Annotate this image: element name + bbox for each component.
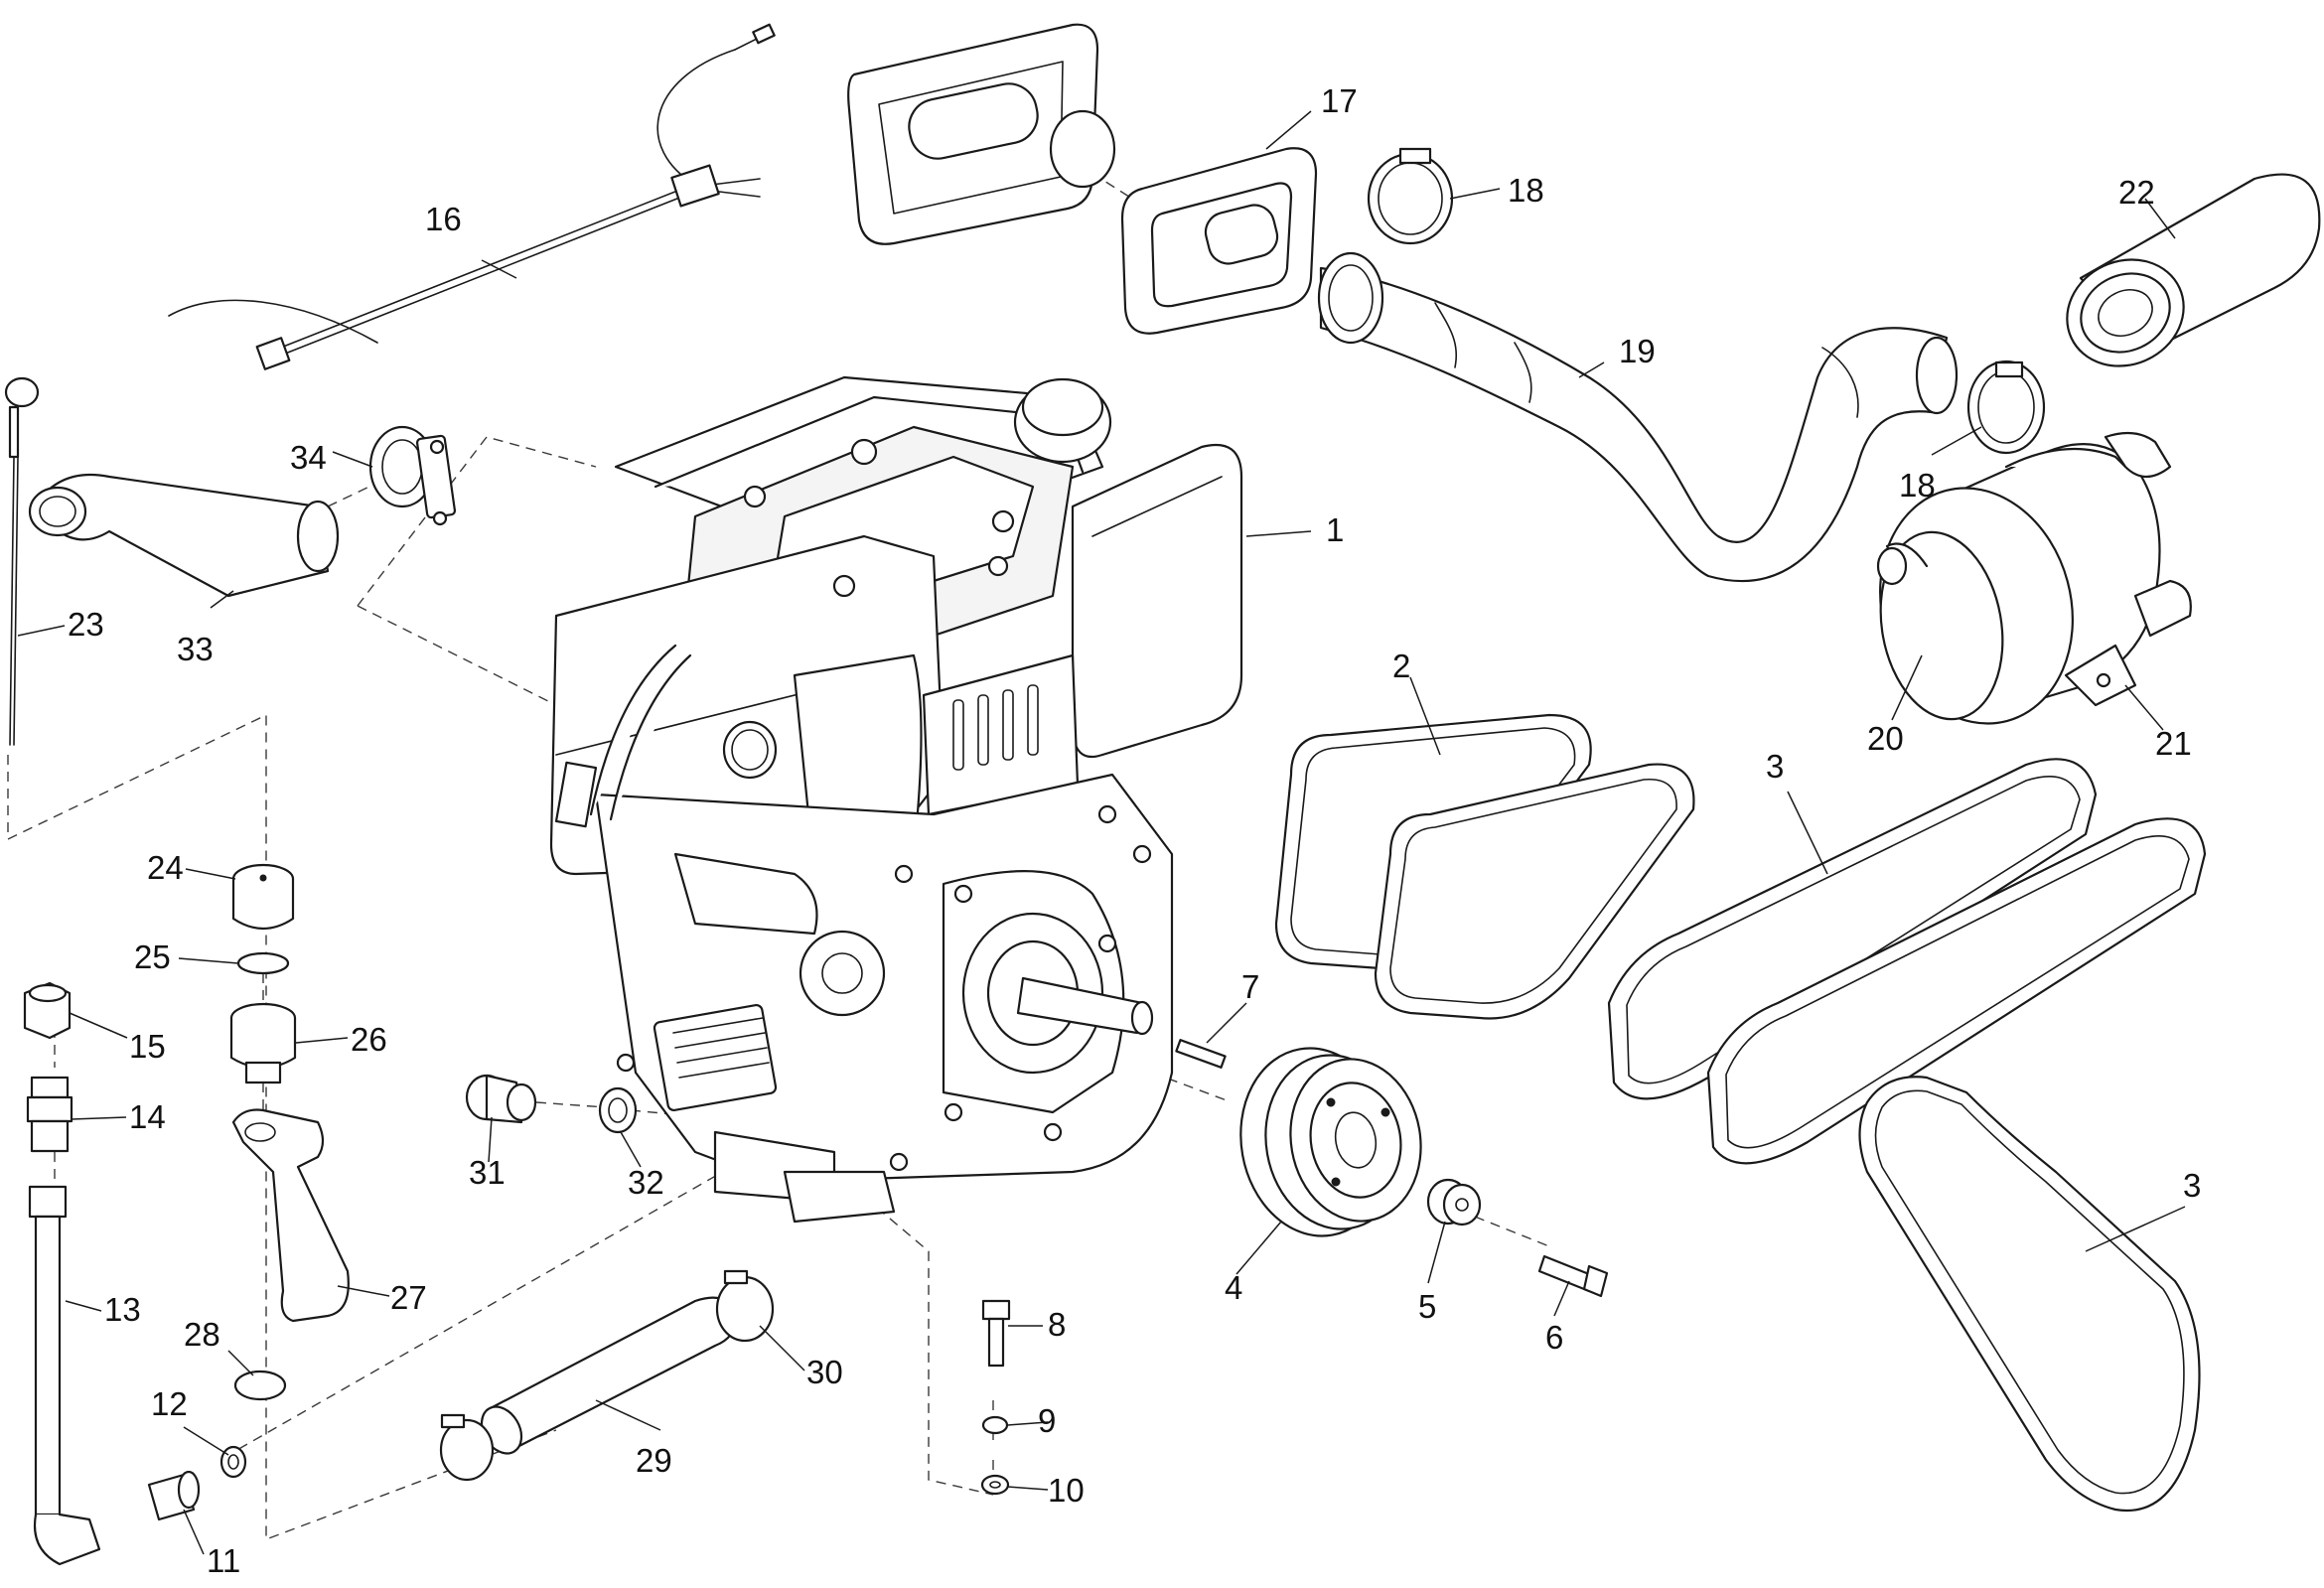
- callout-34: 34: [290, 439, 327, 476]
- bracket-part-27: [231, 1108, 350, 1323]
- hose-clamp-part-18-lower: [1966, 360, 2046, 455]
- callout-22: 22: [2118, 174, 2155, 211]
- callout-11: 11: [207, 1542, 240, 1579]
- callout-18-lower: 18: [1899, 467, 1936, 504]
- callout-14: 14: [129, 1098, 166, 1135]
- callout-1: 1: [1326, 511, 1344, 548]
- callout-24: 24: [147, 849, 184, 886]
- callout-30: 30: [806, 1354, 843, 1390]
- callout-4: 4: [1225, 1269, 1242, 1306]
- hose-clamp-part-18-upper: [1367, 147, 1454, 245]
- drive-belt-part-3-pair: [1607, 758, 2207, 1165]
- callout-15: 15: [129, 1028, 166, 1065]
- air-cleaner-housing-part-20-21: [1876, 431, 2192, 725]
- air-filter-element-part-22: [2066, 173, 2321, 367]
- dipstick-part-23: [4, 376, 40, 746]
- hose-clamp-part-29-lower: [439, 1413, 495, 1482]
- callout-26: 26: [351, 1021, 387, 1058]
- lock-washer-part-9: [981, 1415, 1009, 1435]
- callout-17: 17: [1321, 82, 1358, 119]
- drain-hose-part-13: [28, 1185, 101, 1566]
- callout-3-lower: 3: [2183, 1167, 2201, 1204]
- callout-21: 21: [2155, 725, 2192, 762]
- drive-belt-part-2: [1274, 713, 1695, 1020]
- callout-33: 33: [177, 631, 214, 667]
- fitting-part-31: [465, 1074, 537, 1124]
- bushing-part-26: [229, 1002, 297, 1084]
- callout-19: 19: [1619, 333, 1656, 369]
- bolt-part-8: [981, 1299, 1011, 1368]
- callout-23: 23: [68, 606, 104, 643]
- callout-2: 2: [1392, 648, 1410, 684]
- callout-16: 16: [425, 201, 462, 237]
- shaft-key-part-7: [1175, 1039, 1227, 1069]
- wiring-harness-part-16: [168, 23, 776, 370]
- callout-6: 6: [1545, 1319, 1563, 1356]
- callout-25: 25: [134, 938, 171, 975]
- callout-12: 12: [151, 1385, 188, 1422]
- adapter-part-11: [147, 1470, 201, 1521]
- o-ring-part-25: [236, 951, 290, 975]
- callout-5: 5: [1418, 1288, 1436, 1325]
- callout-32: 32: [628, 1164, 664, 1201]
- callout-27: 27: [390, 1279, 427, 1316]
- intake-hose-part-19: [1317, 251, 1959, 583]
- callout-20: 20: [1867, 720, 1904, 757]
- fitting-part-14: [26, 1076, 73, 1153]
- callout-18-upper: 18: [1508, 172, 1544, 209]
- leader-lines: [17, 110, 2186, 1555]
- callout-labels: 1 2 3 3 4 5 6 7 8 9 10 11 12 13 14 15 16…: [68, 82, 2201, 1579]
- callout-28: 28: [184, 1316, 220, 1353]
- snap-ring-part-28: [233, 1370, 287, 1401]
- callout-9: 9: [1038, 1402, 1056, 1439]
- nut-part-15: [23, 981, 72, 1040]
- engine-part-1: [549, 375, 1243, 1224]
- callout-10: 10: [1048, 1472, 1085, 1509]
- callout-29: 29: [636, 1442, 672, 1479]
- pulley-part-4: [1239, 1047, 1422, 1237]
- flat-washer-part-10: [980, 1474, 1010, 1496]
- callout-3-upper: 3: [1766, 748, 1784, 785]
- seal-washer-part-32: [598, 1086, 638, 1134]
- seal-ring-part-12: [219, 1445, 247, 1479]
- callout-13: 13: [104, 1291, 141, 1328]
- callout-31: 31: [469, 1154, 506, 1191]
- hose-part-29: [480, 1296, 737, 1455]
- bracket-clamp-part-34: [368, 425, 457, 526]
- cap-part-24: [231, 863, 295, 930]
- drive-belt-part-3-single: [1858, 1076, 2201, 1513]
- callout-8: 8: [1048, 1306, 1066, 1343]
- bolt-part-6: [1537, 1254, 1609, 1298]
- callout-7: 7: [1241, 968, 1259, 1005]
- air-box-part-17: [847, 23, 1318, 335]
- exhaust-elbow-part-33: [28, 473, 340, 598]
- pulley-washer-part-5: [1426, 1178, 1482, 1227]
- hose-clamp-part-30: [715, 1269, 775, 1343]
